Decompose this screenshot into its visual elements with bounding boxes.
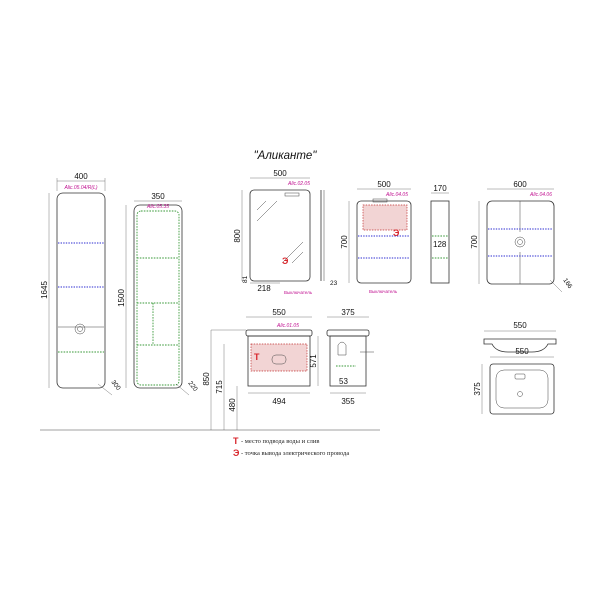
dim-line bbox=[549, 279, 563, 293]
basin-tap-hole bbox=[514, 373, 526, 380]
basin-depth-dim: 375 bbox=[473, 382, 482, 396]
vanity-siphon bbox=[271, 354, 287, 365]
mirror-switch-label: Выключатель bbox=[284, 290, 313, 295]
mirror-article: Alic.02.05 bbox=[287, 181, 310, 187]
mirror-glare bbox=[256, 200, 267, 211]
vanity-715-dim: 715 bbox=[215, 380, 224, 394]
tall-width-dim: 400 bbox=[74, 172, 88, 181]
shelf-unit-outline bbox=[133, 204, 183, 389]
vanity-side-top bbox=[326, 329, 370, 337]
basin-width-side-dim: 550 bbox=[513, 321, 527, 330]
legend-electric-text: - точка вывода электрического провода bbox=[241, 450, 349, 457]
wall-cabinet-outline bbox=[486, 200, 555, 285]
mirror-cabinet-article: Alic.04.05 bbox=[385, 192, 408, 198]
mcab-inner-dim: 128 bbox=[433, 240, 447, 249]
mirror-outline bbox=[249, 189, 311, 282]
shelf-height-dim: 1500 bbox=[117, 289, 126, 307]
mirror-lamp bbox=[284, 192, 300, 197]
electric-point-icon: Э bbox=[393, 228, 400, 238]
vanity-side-view: 375 53 355 bbox=[326, 308, 374, 406]
vanity-body bbox=[247, 335, 311, 387]
electric-point-icon: Э bbox=[282, 256, 289, 266]
wcab-height-dim: 700 bbox=[470, 235, 479, 249]
mirror-cabinet-side-view bbox=[430, 200, 450, 284]
vanity-side-body bbox=[329, 335, 367, 387]
wall-cabinet-article: Alic.04.06 bbox=[529, 192, 552, 198]
tall-cabinet-front-view: 400 Alic.05.04/R(L) 1645 300 bbox=[40, 172, 122, 396]
vanity-width-dim: 550 bbox=[272, 308, 286, 317]
mirror-cabinet-light-panel bbox=[362, 204, 408, 231]
mirror-glare bbox=[256, 200, 278, 222]
basin-side-view: 550 bbox=[483, 321, 557, 353]
mirror-cabinet-front-view: 500 Alic.04.05 700 Э Выключатель 170 128 bbox=[340, 180, 450, 294]
tall-cabinet-article: Alic.05.04/R(L) bbox=[63, 185, 97, 191]
mirror-glare bbox=[282, 241, 304, 263]
vanity-article: Alic.01.05 bbox=[276, 323, 299, 329]
shelf-width-dim: 350 bbox=[151, 192, 165, 201]
mirror-offset-dim: 81 bbox=[242, 275, 249, 283]
basin-outline bbox=[489, 363, 555, 415]
wall-cabinet-knob bbox=[514, 236, 526, 248]
vanity-front-view: Т 550 Alic.01.05 494 850 715 480 571 bbox=[202, 308, 319, 430]
vanity-571-dim: 571 bbox=[309, 354, 318, 368]
mirror-cabinet-lamp bbox=[372, 198, 388, 203]
shelf-depth-dim: 220 bbox=[186, 380, 198, 393]
vanity-depth-dim: 375 bbox=[341, 308, 355, 317]
mirror-front-view: 500 Alic.02.05 800 81 218 Э Выключатель … bbox=[233, 169, 338, 295]
water-point-icon: Т bbox=[254, 352, 260, 362]
vanity-inner-width-dim: 494 bbox=[272, 397, 286, 406]
tall-cabinet-outline bbox=[56, 192, 106, 389]
vanity-height-dim: 850 bbox=[202, 372, 211, 386]
basin-profile bbox=[483, 338, 557, 353]
tall-cabinet-knob bbox=[74, 323, 86, 335]
legend-water-text: - место подвода воды и слив bbox=[241, 438, 319, 445]
tall-depth-dim: 300 bbox=[109, 379, 121, 392]
water-point-icon: Т bbox=[233, 436, 239, 446]
mirror-depth-dim: 23 bbox=[330, 280, 338, 287]
mcab-height-dim: 700 bbox=[340, 235, 349, 249]
dim-line bbox=[97, 383, 113, 396]
vanity-53-dim: 53 bbox=[339, 377, 348, 386]
tall-cabinet-knob-inner bbox=[77, 326, 83, 332]
mirror-cabinet-switch-label: Выключатель bbox=[369, 289, 398, 294]
vanity-side-siphon bbox=[337, 341, 347, 356]
mirror-switch-dim: 218 bbox=[257, 284, 271, 293]
basin-bowl bbox=[495, 369, 549, 409]
wcab-width-dim: 600 bbox=[513, 180, 527, 189]
basin-drain bbox=[517, 391, 523, 397]
vanity-355-dim: 355 bbox=[341, 397, 355, 406]
vanity-basin-top bbox=[245, 329, 313, 337]
series-title: "Аликанте" bbox=[254, 150, 318, 162]
shelf-unit-inner bbox=[136, 210, 180, 386]
wall-cabinet-knob-inner bbox=[517, 239, 523, 245]
vanity-drawer bbox=[250, 343, 308, 372]
dim-line bbox=[175, 383, 190, 396]
shelf-unit-front-view: 350 Alic.05.35 1500 220 bbox=[117, 192, 199, 396]
basin-top-view: 550 375 bbox=[473, 347, 555, 415]
electric-point-icon: Э bbox=[233, 448, 240, 458]
mirror-glare bbox=[291, 251, 304, 264]
basin-width-top-dim: 550 bbox=[515, 347, 529, 356]
legend: Т - место подвода воды и слив Э - точка … bbox=[233, 436, 349, 458]
tall-height-dim: 1645 bbox=[40, 281, 49, 299]
mcab-width-dim: 500 bbox=[377, 180, 391, 189]
vanity-480-dim: 480 bbox=[228, 398, 237, 412]
shelf-unit-article: Alic.05.35 bbox=[146, 204, 169, 210]
wall-cabinet-front-view: 600 Alic.04.06 700 166 bbox=[470, 180, 574, 293]
mirror-cabinet-outline bbox=[356, 200, 412, 284]
wcab-depth-dim: 166 bbox=[561, 277, 573, 290]
mirror-height-dim: 800 bbox=[233, 229, 242, 243]
mirror-width-dim: 500 bbox=[273, 169, 287, 178]
mcab-depth-dim: 170 bbox=[433, 184, 447, 193]
